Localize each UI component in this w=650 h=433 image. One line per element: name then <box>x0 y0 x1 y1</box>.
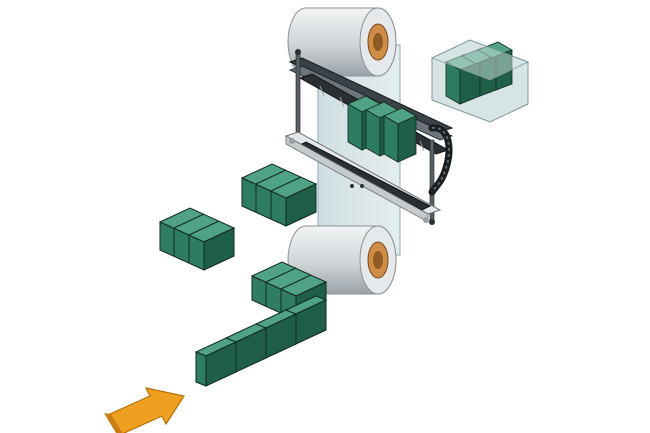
product-group-middle <box>158 207 236 271</box>
upper-film-roll <box>287 7 397 77</box>
product-infeed-line <box>194 295 328 387</box>
product-group-upper <box>240 163 318 227</box>
shrink-wrapped-pack <box>430 39 530 123</box>
infeed-arrow-icon <box>104 387 185 433</box>
product-group-in-sealer <box>347 95 417 163</box>
